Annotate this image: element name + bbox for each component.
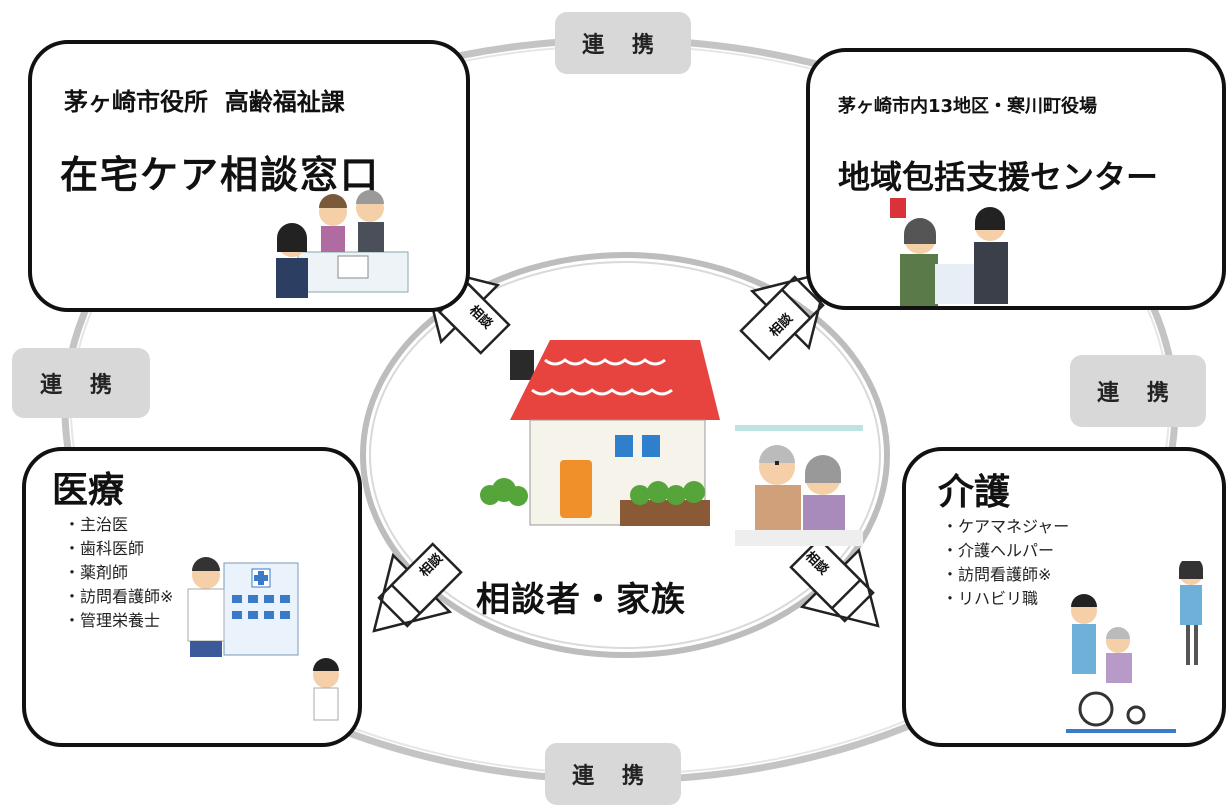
- district-office-label: 茅ヶ崎市内13地区・寒川町役場: [838, 96, 1098, 117]
- care-list: ケアマネジャー 介護ヘルパー 訪問看護師※ リハビリ職: [942, 515, 1069, 611]
- list-item: 介護ヘルパー: [942, 539, 1069, 563]
- arrow-to-top-right: [739, 270, 830, 361]
- list-item: 主治医: [64, 513, 173, 537]
- house-illustration: [480, 340, 720, 526]
- care-box: 介護 ケアマネジャー 介護ヘルパー 訪問看護師※ リハビリ職: [902, 447, 1226, 747]
- list-item: 薬剤師: [64, 561, 173, 585]
- support-center-illustration: [890, 198, 1008, 306]
- list-item: 管理栄養士: [64, 609, 173, 633]
- home-care-consultation-box: 茅ヶ崎市役所 高齢福祉課 在宅ケア相談窓口: [28, 40, 470, 312]
- care-illustration: [1066, 561, 1203, 733]
- city-office-label: 茅ヶ崎市役所 高齢福祉課: [64, 88, 345, 116]
- list-item: 訪問看護師※: [942, 563, 1069, 587]
- list-item: 歯科医師: [64, 537, 173, 561]
- medical-list: 主治医 歯科医師 薬剤師 訪問看護師※ 管理栄養士: [64, 513, 173, 633]
- medical-title: 医療: [52, 470, 125, 511]
- list-item: 訪問看護師※: [64, 585, 173, 609]
- list-item: ケアマネジャー: [942, 515, 1069, 539]
- center-oval-inner: [369, 261, 881, 649]
- medical-box: 医療 主治医 歯科医師 薬剤師 訪問看護師※ 管理栄養士: [22, 447, 362, 747]
- medical-illustration: [187, 557, 339, 721]
- client-family-label: 相談者・家族: [476, 580, 686, 620]
- link-tag-right: 連 携: [1070, 355, 1206, 427]
- community-support-center-box: 茅ヶ崎市内13地区・寒川町役場 地域包括支援センター: [806, 48, 1226, 310]
- list-item: リハビリ職: [942, 587, 1069, 611]
- home-care-title: 在宅ケア相談窓口: [60, 153, 381, 197]
- link-tag-top: 連 携: [555, 12, 691, 74]
- arrow-to-bottom-left: [372, 542, 463, 633]
- elderly-couple-illustration: [735, 425, 863, 546]
- link-tag-bottom: 連 携: [545, 743, 681, 805]
- arrow-to-bottom-right: [789, 537, 880, 628]
- support-center-title: 地域包括支援センター: [838, 158, 1159, 196]
- care-title: 介護: [938, 472, 1011, 513]
- link-tag-left: 連 携: [12, 348, 150, 418]
- consultation-illustration: [276, 190, 409, 298]
